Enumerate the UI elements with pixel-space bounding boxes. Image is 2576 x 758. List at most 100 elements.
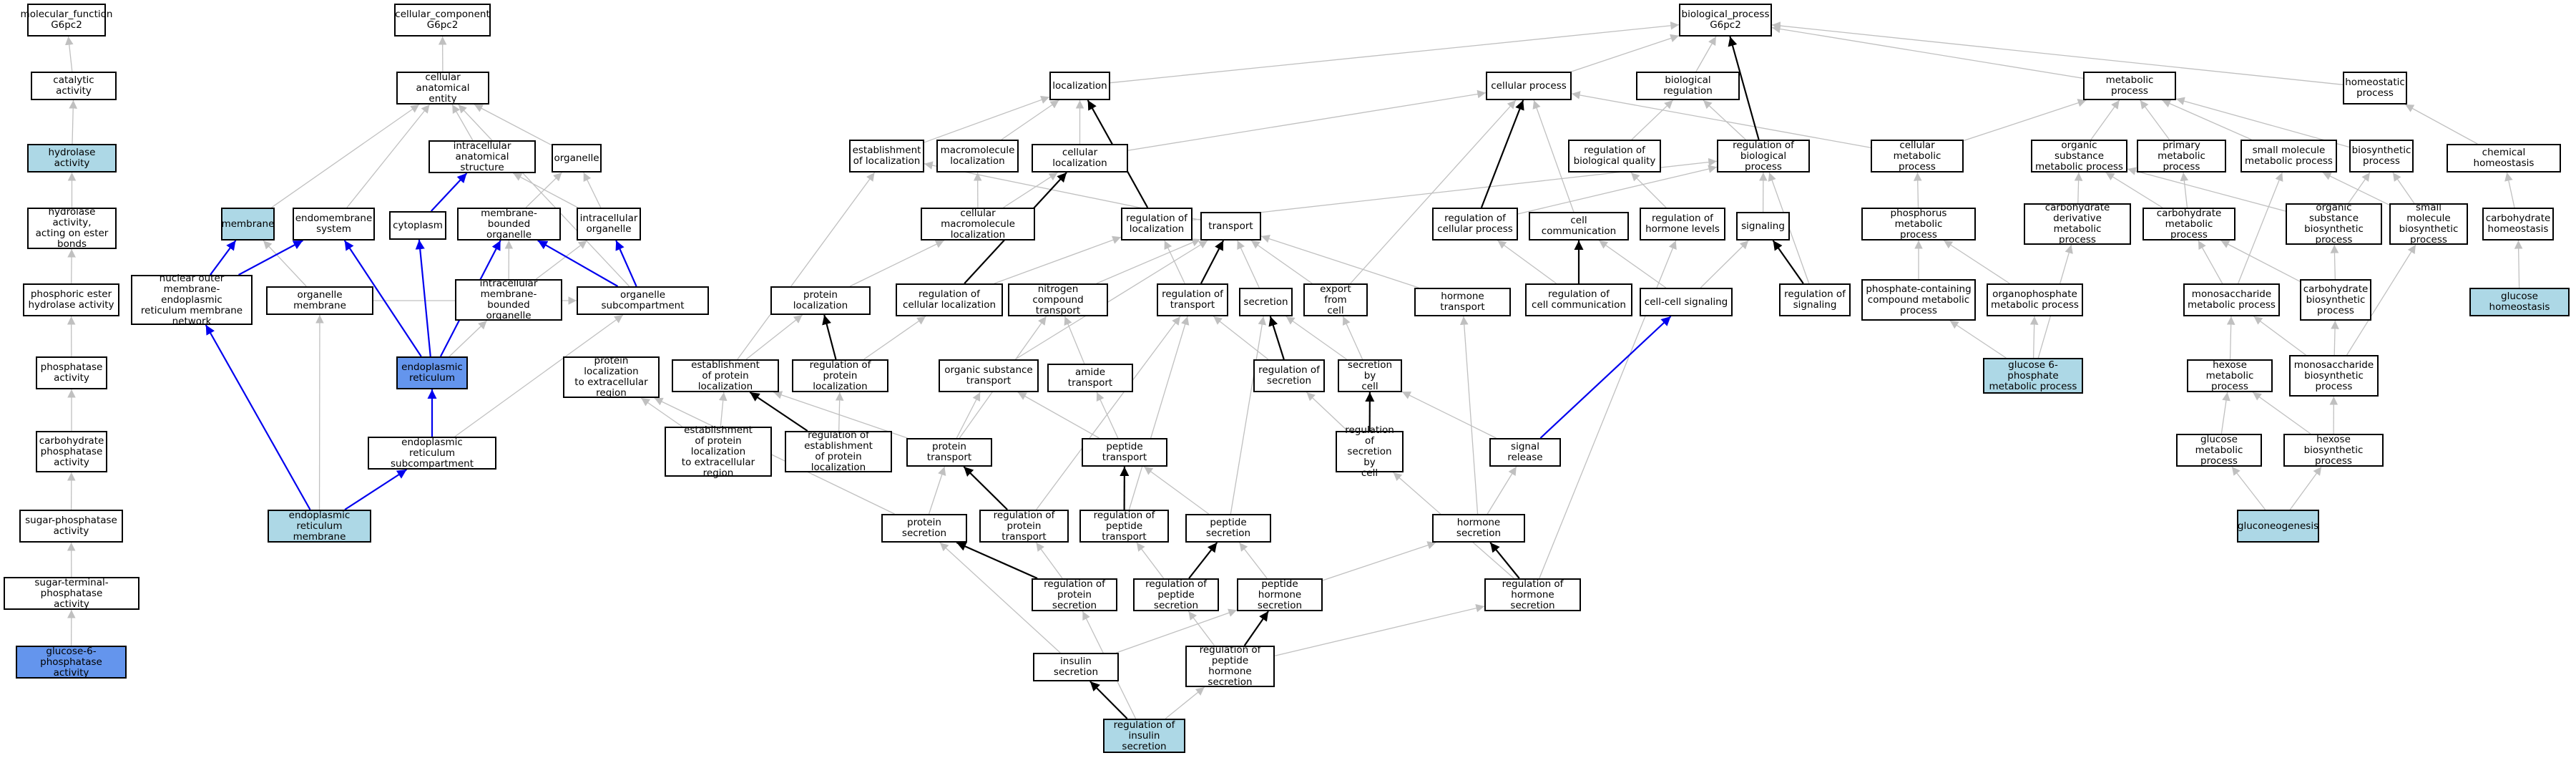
node-molecular-function-root[interactable]: molecular_function G6pc2: [21, 4, 112, 37]
node-regulation-of-secretion[interactable]: regulation of secretion: [1253, 359, 1325, 392]
node-hydrolase-activity[interactable]: hydrolase activity: [27, 144, 117, 173]
node-endomembrane-system[interactable]: endomembrane system: [293, 208, 375, 240]
node-phosphorus-metabolic-process[interactable]: phosphorus metabolic process: [1861, 208, 1976, 240]
node-secretion-by-cell[interactable]: secretion by cell: [1338, 359, 1402, 392]
node-cellular-macromolecule-localization[interactable]: cellular macromolecule localization: [921, 208, 1035, 240]
node-biological-regulation[interactable]: biological regulation: [1636, 72, 1740, 100]
node-regulation-of-biological-process[interactable]: regulation of biological process: [1717, 140, 1810, 173]
node-biosynthetic-process[interactable]: biosynthetic process: [2349, 140, 2414, 173]
node-organelle-subcompartment[interactable]: organelle subcompartment: [577, 286, 709, 315]
node-cytoplasm[interactable]: cytoplasm: [389, 211, 446, 240]
node-regulation-of-insulin-secretion[interactable]: regulation of insulin secretion: [1103, 719, 1185, 753]
node-regulation-of-cell-communication[interactable]: regulation of cell communication: [1525, 283, 1632, 316]
node-carbohydrate-homeostasis[interactable]: carbohydrate homeostasis: [2482, 208, 2554, 240]
node-transport[interactable]: transport: [1200, 212, 1261, 240]
node-regulation-of-signaling[interactable]: regulation of signaling: [1779, 283, 1851, 316]
node-hexose-biosynthetic-process[interactable]: hexose biosynthetic process: [2283, 434, 2384, 467]
node-peptide-hormone-secretion[interactable]: peptide hormone secretion: [1237, 578, 1323, 611]
node-organophosphate-metabolic-process[interactable]: organophosphate metabolic process: [1987, 283, 2083, 316]
node-intracellular-organelle[interactable]: intracellular organelle: [577, 208, 641, 240]
node-peptide-secretion[interactable]: peptide secretion: [1185, 514, 1271, 543]
node-regulation-of-localization[interactable]: regulation of localization: [1121, 208, 1192, 240]
node-metabolic-process[interactable]: metabolic process: [2083, 72, 2176, 100]
node-regulation-of-peptide-transport[interactable]: regulation of peptide transport: [1079, 510, 1169, 543]
node-nuclear-outer-membrane-er-network[interactable]: nuclear outer membrane-endoplasmic retic…: [131, 273, 253, 326]
node-gluconeogenesis[interactable]: gluconeogenesis: [2237, 510, 2319, 543]
node-regulation-of-hormone-levels[interactable]: regulation of hormone levels: [1640, 208, 1725, 240]
node-phosphate-containing-compound-metabolic-process[interactable]: phosphate-containing compound metabolic …: [1861, 279, 1976, 321]
node-protein-localization-to-extracellular-region[interactable]: protein localization to extracellular re…: [563, 356, 660, 399]
node-cell-communication[interactable]: cell communication: [1529, 212, 1629, 240]
node-small-molecule-biosynthetic-process[interactable]: small molecule biosynthetic process: [2389, 203, 2468, 246]
node-organic-substance-transport[interactable]: organic substance transport: [939, 359, 1039, 392]
node-intracellular-membrane-bounded-organelle[interactable]: intracellular membrane-bounded organelle: [455, 278, 562, 321]
node-protein-localization[interactable]: protein localization: [770, 286, 871, 315]
node-er-subcompartment[interactable]: endoplasmic reticulum subcompartment: [368, 437, 496, 470]
node-homeostatic-process[interactable]: homeostatic process: [2343, 72, 2407, 105]
node-regulation-of-cellular-process[interactable]: regulation of cellular process: [1432, 208, 1518, 240]
node-regulation-of-hormone-secretion[interactable]: regulation of hormone secretion: [1484, 578, 1581, 611]
node-organic-substance-metabolic-process[interactable]: organic substance metabolic process: [2031, 140, 2127, 173]
node-organelle-membrane[interactable]: organelle membrane: [266, 286, 373, 315]
node-regulation-of-secretion-by-cell[interactable]: regulation of secretion by cell: [1336, 424, 1404, 478]
node-peptide-transport[interactable]: peptide transport: [1082, 438, 1167, 467]
node-glucose-metabolic-process[interactable]: glucose metabolic process: [2176, 434, 2262, 467]
node-sugar-terminal-phosphatase[interactable]: sugar-terminal-phosphatase activity: [4, 577, 139, 610]
node-phosphatase[interactable]: phosphatase activity: [36, 356, 107, 389]
node-membrane-bounded-organelle[interactable]: membrane-bounded organelle: [457, 208, 561, 240]
node-cellular-localization[interactable]: cellular localization: [1032, 144, 1128, 173]
node-glucose-6-phosphatase[interactable]: glucose-6-phosphatase activity: [16, 646, 127, 679]
node-monosaccharide-biosynthetic-process[interactable]: monosaccharide biosynthetic process: [2289, 355, 2379, 397]
node-cell-cell-signaling[interactable]: cell-cell signaling: [1640, 288, 1733, 316]
node-nitrogen-compound-transport[interactable]: nitrogen compound transport: [1008, 283, 1108, 316]
node-organelle[interactable]: organelle: [552, 144, 602, 173]
node-regulation-of-protein-localization[interactable]: regulation of protein localization: [792, 359, 888, 392]
node-hexose-metabolic-process[interactable]: hexose metabolic process: [2187, 359, 2273, 392]
node-sugar-phosphatase[interactable]: sugar-phosphatase activity: [19, 510, 123, 543]
node-catalytic-activity[interactable]: catalytic activity: [31, 72, 117, 100]
node-export-from-cell[interactable]: export from cell: [1303, 283, 1368, 316]
node-organic-substance-biosynthetic-process[interactable]: organic substance biosynthetic process: [2286, 203, 2382, 246]
node-biological-process-root[interactable]: biological_process G6pc2: [1679, 4, 1772, 37]
node-regulation-of-protein-secretion[interactable]: regulation of protein secretion: [1032, 578, 1117, 611]
node-glucose-6-phosphate-metabolic-process[interactable]: glucose 6-phosphate metabolic process: [1983, 358, 2083, 394]
node-carbohydrate-biosynthetic-process[interactable]: carbohydrate biosynthetic process: [2300, 279, 2371, 321]
node-cellular-anatomical-entity[interactable]: cellular anatomical entity: [396, 72, 489, 105]
node-insulin-secretion[interactable]: insulin secretion: [1033, 653, 1119, 681]
node-hydrolase-ester[interactable]: hydrolase activity, acting on ester bond…: [27, 207, 117, 250]
node-establishment-of-protein-localization-to-extracellular-region[interactable]: establishment of protein localization to…: [665, 424, 772, 478]
node-carbohydrate-derivative-metabolic-process[interactable]: carbohydrate derivative metabolic proces…: [2024, 203, 2131, 246]
node-regulation-of-cellular-localization[interactable]: regulation of cellular localization: [896, 283, 1003, 316]
node-hormone-secretion[interactable]: hormone secretion: [1432, 514, 1525, 543]
node-cellular-metabolic-process[interactable]: cellular metabolic process: [1871, 140, 1964, 173]
node-localization[interactable]: localization: [1049, 72, 1110, 100]
node-amide-transport[interactable]: amide transport: [1047, 364, 1133, 392]
node-primary-metabolic-process[interactable]: primary metabolic process: [2137, 140, 2226, 173]
node-establishment-of-localization[interactable]: establishment of localization: [849, 140, 924, 173]
node-small-molecule-metabolic-process[interactable]: small molecule metabolic process: [2240, 140, 2337, 173]
node-endoplasmic-reticulum[interactable]: endoplasmic reticulum: [396, 356, 468, 389]
node-macromolecule-localization[interactable]: macromolecule localization: [936, 140, 1019, 173]
node-regulation-of-protein-transport[interactable]: regulation of protein transport: [979, 510, 1069, 543]
node-chemical-homeostasis[interactable]: chemical homeostasis: [2447, 144, 2561, 173]
node-regulation-of-peptide-secretion[interactable]: regulation of peptide secretion: [1133, 578, 1219, 611]
node-protein-transport[interactable]: protein transport: [906, 438, 992, 467]
node-regulation-of-peptide-hormone-secretion[interactable]: regulation of peptide hormone secretion: [1185, 645, 1275, 688]
node-er-membrane[interactable]: endoplasmic reticulum membrane: [268, 510, 371, 543]
node-carbohydrate-phosphatase[interactable]: carbohydrate phosphatase activity: [36, 431, 107, 472]
node-secretion[interactable]: secretion: [1239, 288, 1293, 316]
node-protein-secretion[interactable]: protein secretion: [881, 514, 967, 543]
node-membrane[interactable]: membrane: [221, 208, 275, 240]
node-cellular-component-root[interactable]: cellular_component G6pc2: [394, 4, 491, 37]
node-hormone-transport[interactable]: hormone transport: [1414, 288, 1511, 316]
node-cellular-process[interactable]: cellular process: [1486, 72, 1572, 100]
node-monosaccharide-metabolic-process[interactable]: monosaccharide metabolic process: [2183, 283, 2280, 316]
node-phosphoric-ester[interactable]: phosphoric ester hydrolase activity: [23, 283, 119, 316]
node-glucose-homeostasis[interactable]: glucose homeostasis: [2469, 288, 2570, 316]
node-carbohydrate-metabolic-process[interactable]: carbohydrate metabolic process: [2142, 208, 2235, 240]
node-signal-release[interactable]: signal release: [1489, 438, 1561, 467]
node-regulation-of-establishment-of-protein-localization[interactable]: regulation of establishment of protein l…: [785, 430, 892, 473]
node-establishment-of-protein-localization[interactable]: establishment of protein localization: [672, 359, 779, 392]
node-intracellular-anatomical-structure[interactable]: intracellular anatomical structure: [428, 140, 536, 173]
node-regulation-of-transport[interactable]: regulation of transport: [1157, 283, 1228, 316]
